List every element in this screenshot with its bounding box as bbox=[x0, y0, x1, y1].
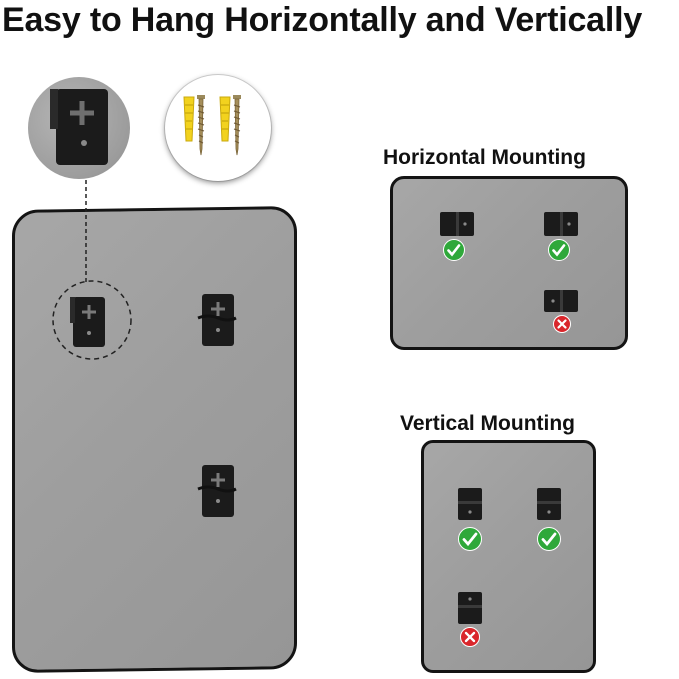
check-badge-icon bbox=[548, 239, 570, 261]
mounting-bracket-icon bbox=[458, 592, 482, 624]
mounting-bracket-icon bbox=[537, 488, 561, 520]
horizontal-mounting-title: Horizontal Mounting bbox=[383, 146, 586, 169]
bracket-zoom-callout bbox=[28, 77, 130, 179]
cross-badge-icon bbox=[553, 315, 571, 333]
wall-anchor-icon bbox=[183, 95, 241, 156]
mounting-bracket-icon bbox=[544, 290, 578, 312]
vertical-mirror bbox=[421, 440, 596, 673]
horizontal-mirror bbox=[390, 176, 628, 350]
cross-badge-icon bbox=[460, 627, 480, 647]
screw-icon bbox=[233, 95, 241, 156]
mounting-bracket-icon bbox=[544, 212, 578, 236]
mounting-bracket-icon bbox=[50, 89, 108, 165]
mounting-bracket-icon bbox=[440, 212, 474, 236]
mounting-bracket-icon bbox=[70, 297, 105, 347]
screws-anchors-callout bbox=[165, 75, 271, 181]
headline: Easy to Hang Horizontally and Vertically bbox=[2, 1, 643, 39]
check-badge-icon bbox=[537, 527, 561, 551]
screw-icon bbox=[197, 95, 205, 156]
mounting-bracket-icon bbox=[458, 488, 482, 520]
mounting-bracket-icon bbox=[197, 294, 237, 346]
check-badge-icon bbox=[443, 239, 465, 261]
mounting-bracket-icon bbox=[197, 465, 237, 517]
vertical-mounting-title: Vertical Mounting bbox=[400, 412, 576, 435]
check-badge-icon bbox=[458, 527, 482, 551]
